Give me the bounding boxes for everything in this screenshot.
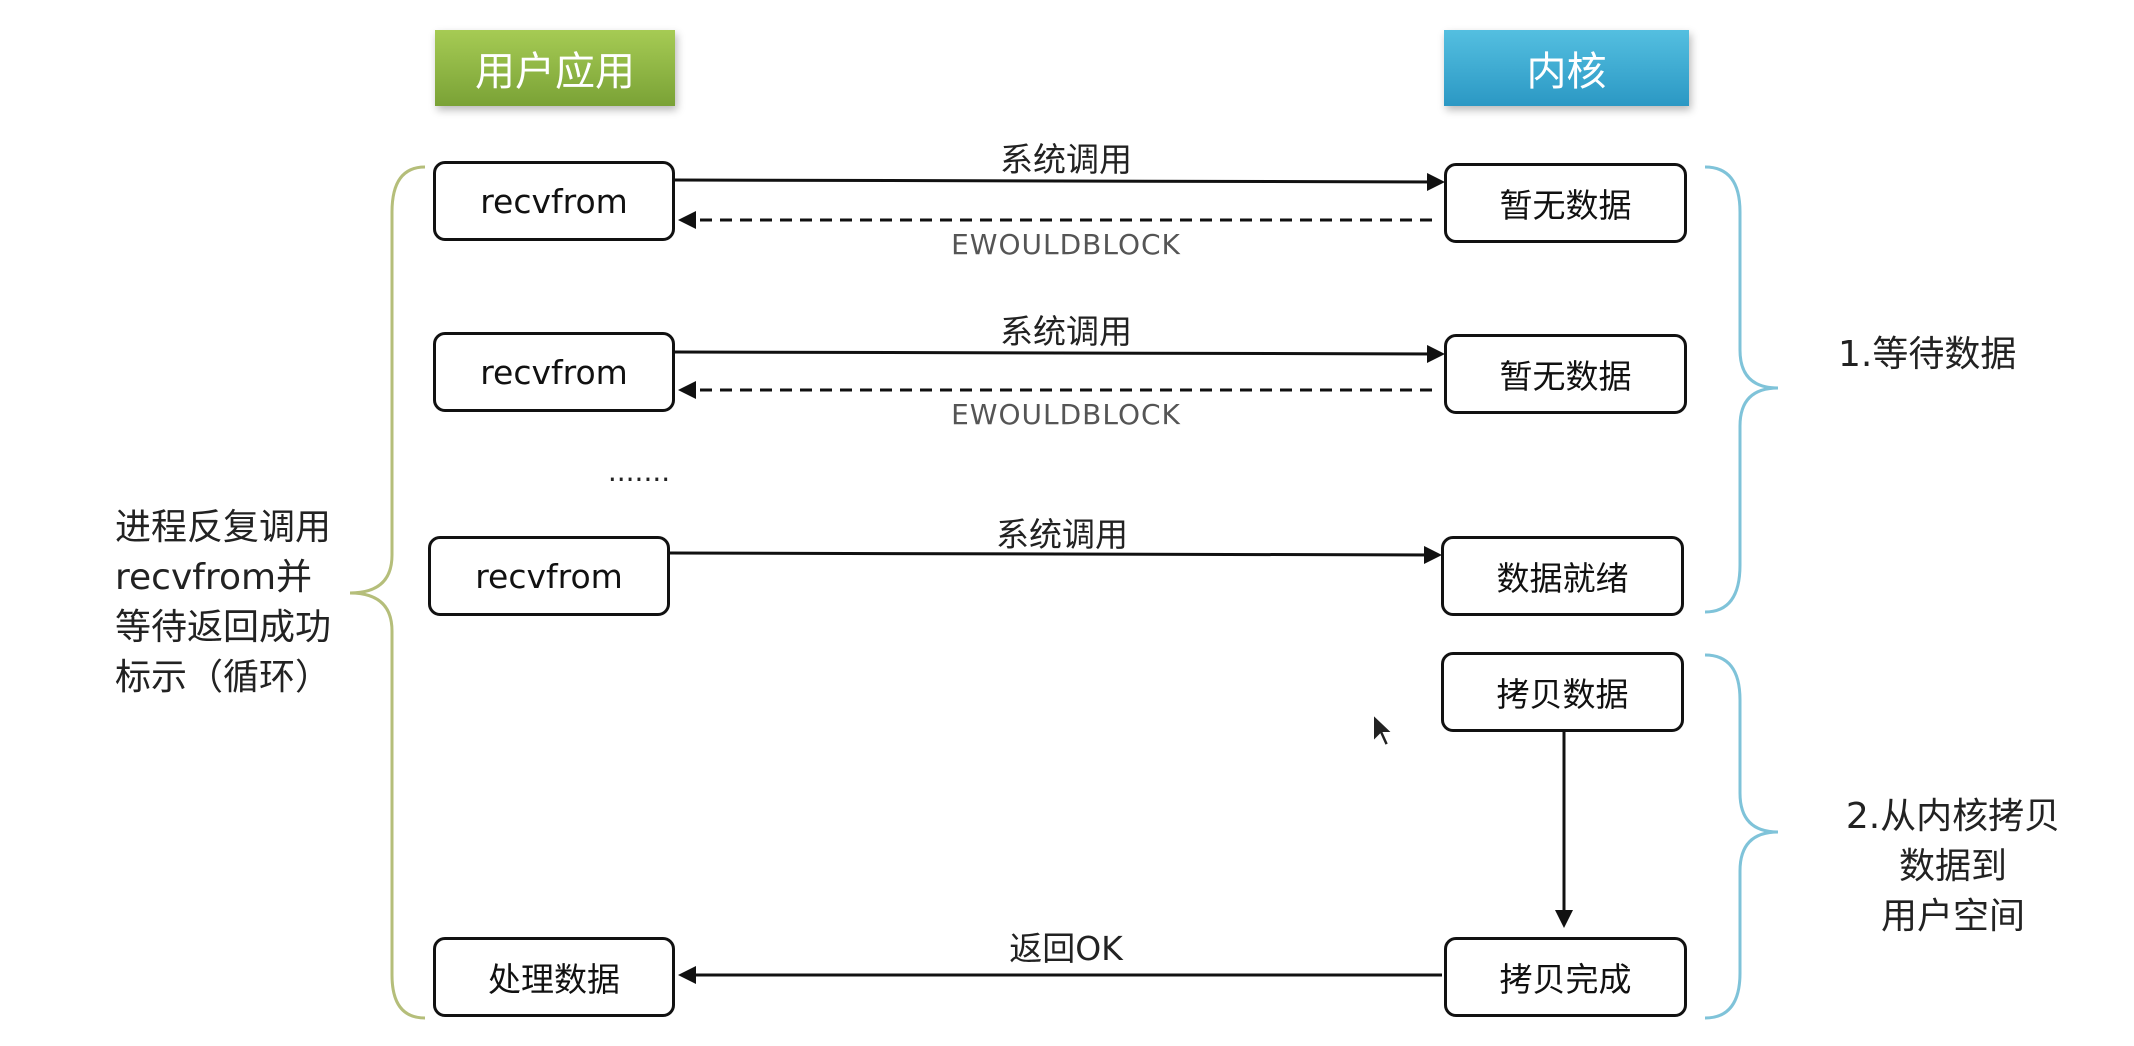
kernel-copy-data-box: 拷贝数据 — [1441, 652, 1684, 732]
left-note-line-3: 等待返回成功 — [115, 607, 332, 648]
ewouldblock-label-2: EWOULDBLOCK — [951, 398, 1181, 431]
syscall-arrow-2 — [674, 344, 1445, 363]
ellipsis: ....... — [607, 455, 671, 488]
left-brace — [349, 165, 426, 1020]
left-note-line-4: 标示（循环） — [115, 657, 332, 698]
phase-1-label: 1.等待数据 — [1838, 330, 2016, 380]
kernel-header: 内核 — [1444, 30, 1689, 106]
left-note-line-1: 进程反复调用 — [115, 507, 332, 548]
phase-1-brace — [1704, 165, 1779, 614]
kernel-copy-done-box: 拷贝完成 — [1444, 937, 1687, 1017]
return-ok-label: 返回OK — [1009, 929, 1123, 968]
left-note: 进程反复调用 recvfrom并 等待返回成功 标示（循环） — [115, 503, 331, 703]
syscall-label-1: 系统调用 — [1000, 140, 1132, 179]
phase-1-line-1: 1.等待数据 — [1838, 334, 2017, 375]
recvfrom-box-2: recvfrom — [433, 332, 675, 412]
syscall-arrow-3 — [669, 545, 1442, 564]
mouse-cursor-icon — [1372, 712, 1396, 748]
phase-2-brace — [1704, 653, 1779, 1020]
kernel-data-ready-box: 数据就绪 — [1441, 536, 1684, 616]
kernel-no-data-box-2: 暂无数据 — [1444, 334, 1687, 414]
recvfrom-box-1: recvfrom — [433, 161, 675, 241]
recvfrom-box-3: recvfrom — [428, 536, 670, 616]
kernel-no-data-box-1: 暂无数据 — [1444, 163, 1687, 243]
left-note-line-2: recvfrom并 — [115, 557, 313, 598]
phase-2-label: 2.从内核拷贝 数据到 用户空间 — [1838, 792, 2068, 942]
ewouldblock-label-1: EWOULDBLOCK — [951, 228, 1181, 261]
phase-2-line-1: 2.从内核拷贝 — [1845, 796, 2061, 837]
phase-2-line-2: 数据到 — [1898, 846, 2007, 887]
user-app-header: 用户应用 — [435, 30, 675, 106]
phase-2-line-3: 用户空间 — [1880, 896, 2025, 937]
syscall-label-3: 系统调用 — [996, 515, 1128, 554]
syscall-arrow-1 — [674, 172, 1445, 191]
syscall-label-2: 系统调用 — [1000, 312, 1132, 351]
process-data-box: 处理数据 — [433, 937, 675, 1017]
